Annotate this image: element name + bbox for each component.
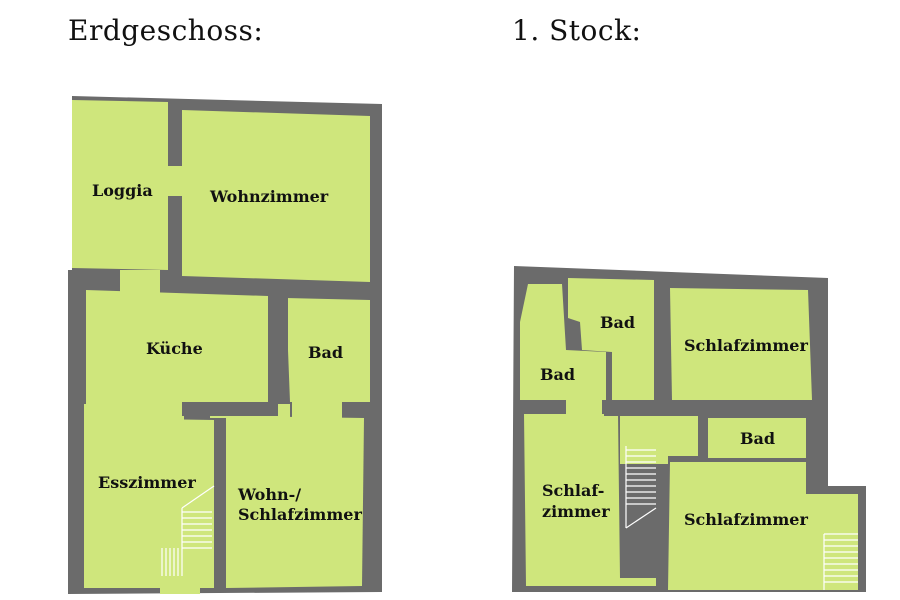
- room-bad-right: [708, 418, 806, 458]
- label-kueche: Küche: [146, 339, 203, 358]
- room-wohnzimmer: [182, 110, 370, 282]
- interior-wall-segment: [656, 500, 668, 580]
- interior-wall-segment: [268, 294, 288, 404]
- label-schlafzimmer-top: Schlafzimmer: [684, 336, 808, 355]
- ground-floor-plan: Loggia Wohnzimmer Küche Bad Esszimmer Wo…: [68, 96, 382, 594]
- first-floor-plan: Bad Bad Schlafzimmer Bad Schlaf- zimmer …: [512, 266, 866, 592]
- room-schlafzimmer-top: [670, 288, 812, 400]
- label-bad: Bad: [308, 343, 343, 362]
- label-schlafzimmer-left-1: Schlaf-: [542, 481, 604, 500]
- room-schlafzimmer-left: [524, 414, 656, 586]
- bath-doorway: [292, 400, 342, 418]
- first-floor-stairs-center: [625, 446, 657, 529]
- ground-floor-stairs: [161, 485, 215, 576]
- interior-wall-segment: [182, 402, 278, 416]
- label-esszimmer: Esszimmer: [98, 473, 196, 492]
- south-doorway: [160, 578, 200, 594]
- wing-doorway: [566, 398, 602, 414]
- label-schlafzimmer-left-2: zimmer: [542, 502, 610, 521]
- interior-wall-segment: [604, 402, 672, 416]
- ground-floor-title: Erdgeschoss:: [68, 14, 264, 47]
- label-bad-right: Bad: [740, 429, 775, 448]
- label-wohn-schlafzimmer-2: Schlafzimmer: [238, 505, 362, 524]
- label-wohnzimmer: Wohnzimmer: [209, 187, 329, 206]
- room-wohn-schlafzimmer: [226, 416, 364, 588]
- room-bad-ground: [286, 298, 370, 402]
- room-kueche: [86, 290, 272, 404]
- hall-link: [84, 404, 184, 422]
- hall-doorway: [668, 416, 698, 456]
- label-wohn-schlafzimmer-1: Wohn-/: [237, 485, 301, 504]
- room-esszimmer: [84, 418, 214, 588]
- room-schlafzimmer-bottom: [668, 462, 858, 590]
- first-floor-stairs-annex: [823, 533, 858, 590]
- room-bad-left: [520, 284, 606, 400]
- room-bad-top: [568, 278, 654, 400]
- label-schlafzimmer-bottom: Schlafzimmer: [684, 510, 808, 529]
- interior-wall-segment: [168, 100, 182, 162]
- loggia-doorway: [166, 166, 184, 196]
- kitchen-stair-link: [120, 270, 160, 294]
- interior-wall-segment: [656, 296, 670, 402]
- label-loggia: Loggia: [92, 181, 153, 200]
- interior-wall-segment: [214, 448, 226, 580]
- first-floor-title: 1. Stock:: [512, 14, 642, 47]
- room-loggia: [72, 100, 168, 270]
- label-bad-top: Bad: [600, 313, 635, 332]
- label-bad-left: Bad: [540, 365, 575, 384]
- interior-wall-segment: [700, 404, 810, 418]
